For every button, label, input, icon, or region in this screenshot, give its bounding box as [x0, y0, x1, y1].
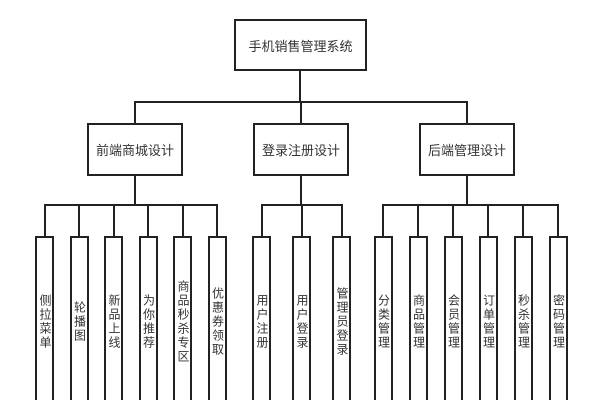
- node-branch-frontend-mall: 前端商城设计: [87, 123, 183, 176]
- node-leaf-label: 用户注册: [255, 294, 269, 350]
- node-root: 手机销售管理系统: [234, 19, 367, 71]
- node-leaf-label: 分类管理: [376, 294, 391, 350]
- node-leaf-0-5: 优惠券领取: [207, 236, 227, 400]
- node-leaf-label: 密码管理: [551, 294, 566, 350]
- connector-hline: [43, 204, 218, 206]
- connector-vline: [300, 205, 303, 236]
- connector-vline: [557, 205, 559, 236]
- connector-vline: [300, 102, 302, 123]
- node-leaf-0-2: 新品上线: [104, 236, 123, 400]
- connector-vline: [340, 205, 343, 236]
- connector-vline: [382, 205, 384, 236]
- connector-vline: [78, 205, 80, 236]
- node-branch-login-register: 登录注册设计: [253, 123, 349, 176]
- node-leaf-2-3: 订单管理: [478, 236, 498, 400]
- node-leaf-1-0: 用户注册: [252, 236, 271, 400]
- node-leaf-2-4: 秒杀管理: [513, 236, 533, 400]
- node-branch-backend-admin: 后端管理设计: [419, 123, 515, 176]
- node-leaf-0-1: 轮播图: [69, 236, 89, 400]
- node-leaf-1-1: 用户登录: [292, 236, 311, 400]
- node-leaf-label: 优惠券领取: [210, 287, 225, 357]
- node-leaf-2-1: 商品管理: [408, 236, 428, 400]
- node-leaf-2-5: 密码管理: [548, 236, 568, 400]
- node-leaf-label: 会员管理: [446, 294, 461, 350]
- node-leaf-0-0: 侧拉菜单: [35, 236, 54, 400]
- connector-vline: [300, 176, 302, 205]
- node-leaf-label: 订单管理: [481, 294, 496, 350]
- connector-vline: [216, 205, 218, 236]
- node-leaf-label: 轮播图: [72, 301, 87, 343]
- connector-vline: [147, 205, 149, 236]
- node-branch-backend-admin-label: 后端管理设计: [427, 143, 506, 158]
- node-leaf-label: 商品秒杀专区: [176, 280, 190, 364]
- connector-vline: [417, 205, 419, 236]
- connector-vline: [134, 102, 136, 123]
- node-leaf-label: 新品上线: [107, 294, 121, 350]
- node-root-label: 手机销售管理系统: [248, 38, 353, 54]
- node-leaf-label: 为你推荐: [141, 294, 156, 350]
- node-branch-login-register-label: 登录注册设计: [261, 143, 340, 158]
- connector-vline: [43, 205, 46, 236]
- connector-vline: [522, 205, 524, 236]
- node-leaf-0-4: 商品秒杀专区: [173, 236, 192, 400]
- node-leaf-2-0: 分类管理: [373, 236, 393, 400]
- node-leaf-label: 秒杀管理: [516, 294, 531, 350]
- node-branch-frontend-mall-label: 前端商城设计: [95, 143, 174, 158]
- connector-vline: [487, 205, 489, 236]
- node-leaf-1-2: 管理员登录: [332, 236, 351, 400]
- connector-vline: [452, 205, 454, 236]
- node-leaf-label: 侧拉菜单: [38, 294, 52, 350]
- connector-vline: [466, 102, 468, 123]
- connector-hline: [382, 204, 559, 206]
- node-leaf-2-2: 会员管理: [443, 236, 463, 400]
- connector-vline: [260, 205, 263, 236]
- node-leaf-label: 管理员登录: [335, 287, 349, 357]
- node-leaf-label: 商品管理: [411, 294, 426, 350]
- node-leaf-0-3: 为你推荐: [138, 236, 158, 400]
- connector-vline: [466, 176, 468, 205]
- node-leaf-label: 用户登录: [295, 294, 309, 350]
- connector-vline: [299, 71, 301, 102]
- connector-vline: [134, 176, 136, 205]
- connector-vline: [112, 205, 115, 236]
- connector-vline: [181, 205, 184, 236]
